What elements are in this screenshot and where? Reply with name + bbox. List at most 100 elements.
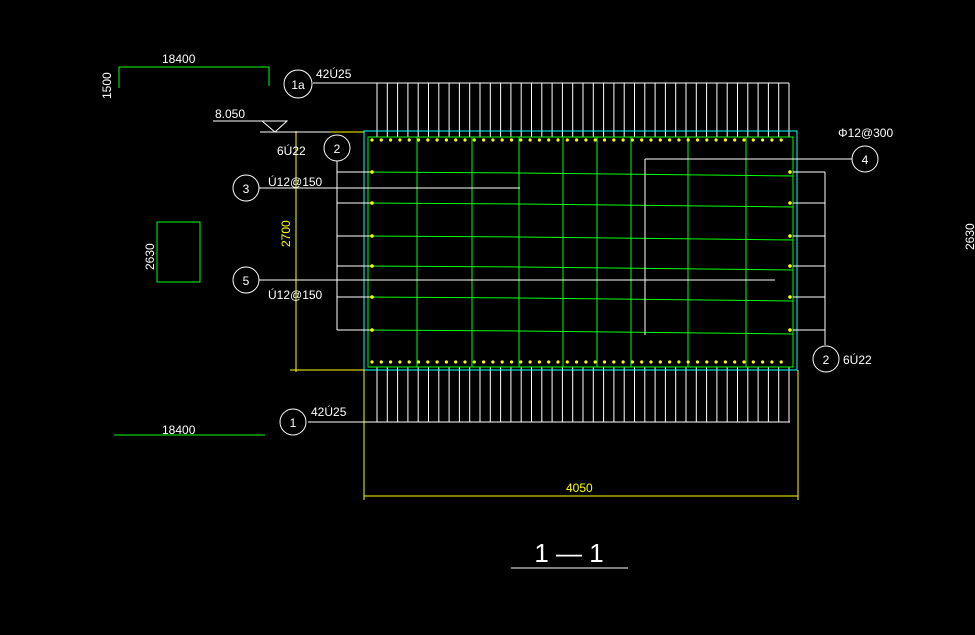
callout-1a-spec: 42Ú25 — [316, 66, 352, 81]
top-bar-dot — [435, 138, 439, 142]
bar-dot — [788, 328, 792, 332]
bottom-bar-dot — [649, 360, 653, 364]
small-section-box — [156, 221, 201, 283]
elevation-triangle-icon — [261, 120, 289, 133]
bottom-bar-dot — [482, 360, 486, 364]
top-bar-dot — [668, 138, 672, 142]
top-bar-dot — [416, 138, 421, 142]
bottom-bar-dot — [751, 360, 755, 364]
callout-2-bottom-label: 2 — [823, 353, 830, 367]
bottom-bar-dot — [370, 360, 374, 364]
elevation-text: 8.050 — [215, 107, 245, 121]
top-bar-dot — [658, 138, 662, 142]
callout-1a-label: 1a — [291, 78, 305, 92]
top-bar-dot — [454, 138, 458, 142]
callout-3-circle — [232, 174, 260, 202]
bottom-bar-dot — [733, 360, 737, 364]
top-bar-dot — [463, 138, 467, 142]
callout-1-circle — [279, 408, 307, 436]
bottom-bar-dot — [537, 360, 542, 364]
bottom-bar-dot — [556, 360, 560, 364]
top-bar-dot — [593, 138, 597, 142]
bottom-bar-dot — [547, 360, 551, 364]
bottom-bar-dot — [416, 360, 421, 364]
top-bar-dot — [723, 138, 728, 142]
bottom-bar-dot — [723, 360, 728, 364]
top-bar-dot — [751, 138, 755, 142]
bottom-bar-dot — [444, 360, 448, 364]
top-bar-dot — [612, 138, 616, 142]
horizontal-bar — [367, 296, 521, 299]
bottom-bar-dot — [630, 360, 635, 364]
horizontal-bar — [519, 236, 794, 241]
top-bar-dot — [379, 138, 383, 142]
top-bar-dot — [519, 138, 523, 142]
top-bar-dot — [649, 138, 653, 142]
bottom-bar-dot — [528, 360, 532, 364]
horizontal-bar — [519, 172, 794, 177]
horizontal-bar — [519, 203, 794, 208]
bottom-bar-dot — [742, 360, 746, 364]
bottom-bar-dot — [575, 360, 579, 364]
bar-dot — [788, 264, 792, 268]
section-title: 1 — 1 — [534, 538, 603, 568]
concrete-outline — [363, 130, 798, 371]
bottom-bar-dot — [658, 360, 662, 364]
bottom-bar-dot — [379, 360, 383, 364]
top-bar-dot — [509, 138, 514, 142]
bottom-bar-dot — [426, 360, 430, 364]
right-dimension-text: 2630 — [963, 223, 975, 250]
top-bar-dot — [761, 138, 765, 142]
callout-3-label: 3 — [243, 182, 250, 196]
top-bar-dot — [742, 138, 746, 142]
top-dimension-bracket — [118, 66, 270, 88]
horizontal-bar — [367, 329, 521, 332]
top-bar-dot — [714, 138, 718, 142]
top-bar-dot — [621, 138, 625, 142]
top-bar-dot — [770, 138, 774, 142]
bottom-bar-dot — [770, 360, 774, 364]
horizontal-bar — [367, 265, 521, 268]
horizontal-bar — [367, 171, 521, 174]
callout-1a-circle — [283, 69, 313, 99]
top-bar-dot — [640, 138, 644, 142]
bottom-bar-dot — [686, 360, 690, 364]
bottom-bar-dot — [519, 360, 523, 364]
callout-2-top-label: 2 — [334, 142, 341, 156]
top-bar-dot — [389, 138, 393, 142]
top-bar-dot — [779, 138, 783, 142]
width-dimension-text: 4050 — [566, 481, 593, 495]
bottom-bar-dot — [779, 360, 783, 364]
top-bar-dot — [398, 138, 402, 142]
callout-5-circle — [232, 266, 260, 294]
top-bar-dot — [686, 138, 690, 142]
top-bar-dot — [630, 138, 635, 142]
bottom-left-dimension-text: 18400 — [162, 423, 196, 437]
bottom-bar-dot — [714, 360, 718, 364]
callout-2-bottom-spec: 6Ú22 — [843, 352, 872, 367]
bottom-bar-dot — [593, 360, 597, 364]
bottom-bar-dot — [602, 360, 607, 364]
bar-dot — [788, 295, 792, 299]
bottom-bar-dot — [705, 360, 709, 364]
bottom-bar-dot — [584, 360, 588, 364]
top-bar-dot — [528, 138, 532, 142]
bottom-bar-dot — [500, 360, 504, 364]
callout-2-top-circle — [323, 134, 351, 162]
top-bar-dot — [500, 138, 504, 142]
bottom-bar-dot — [612, 360, 616, 364]
small-box-dimension: 2630 — [143, 243, 157, 270]
bottom-bar-dot — [565, 360, 569, 364]
bottom-bar-dot — [454, 360, 458, 364]
callout-5-label: 5 — [243, 274, 250, 288]
top-bar-dot — [482, 138, 486, 142]
bar-dot — [788, 201, 792, 205]
top-bar-dot — [537, 138, 542, 142]
top-bar-dot — [547, 138, 551, 142]
horizontal-bar — [367, 235, 521, 238]
callout-1-spec: 42Ú25 — [311, 404, 347, 419]
callout-4-circle — [851, 145, 879, 173]
bottom-bar-dot — [668, 360, 672, 364]
callout-4-spec: Φ12@300 — [838, 126, 893, 140]
bottom-bar-dot — [435, 360, 439, 364]
